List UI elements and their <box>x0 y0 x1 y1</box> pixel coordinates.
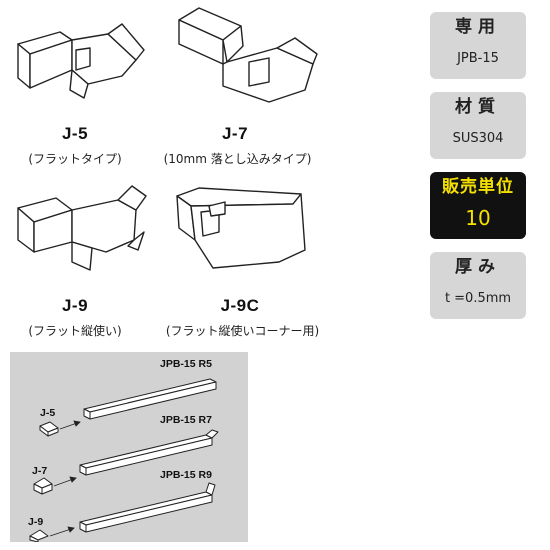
spec-material-title: 材質 <box>455 97 501 117</box>
part-desc-j9: (フラット縦使い) <box>28 324 122 338</box>
spec-sales-unit-value: 10 <box>465 206 491 230</box>
spec-dedicated: 専用 JPB-15 <box>430 12 526 79</box>
spec-dedicated-title: 専用 <box>455 17 501 37</box>
part-code-j9c: J-9C <box>220 296 260 315</box>
spec-thickness-title: 厚み <box>455 257 501 277</box>
spec-thickness: 厚み t =0.5mm <box>430 252 526 319</box>
j7-clip-illustration <box>178 7 318 103</box>
rail-label-r5: JPB-15 R5 <box>160 358 212 370</box>
rail-diagram-drawing <box>29 378 219 542</box>
part-desc-j9c: (フラット縦使いコーナー用) <box>165 324 320 338</box>
j9c-clip-illustration <box>176 187 306 269</box>
part-desc-j5: (フラットタイプ) <box>28 152 122 166</box>
part-code-j7: J-7 <box>221 124 249 143</box>
spec-thickness-value: t =0.5mm <box>444 291 512 306</box>
part-desc-j7: (10mm 落とし込みタイプ) <box>163 152 312 166</box>
part-code-j5: J-5 <box>61 124 89 143</box>
spec-material-value: SUS304 <box>452 131 504 146</box>
part-code-j9: J-9 <box>61 296 89 315</box>
spec-sales-unit-title: 販売単位 <box>442 177 514 197</box>
rail-clip-diagram: JPB-15 R5 JPB-15 R7 JPB-15 R9 J-5 J-7 J-… <box>10 352 248 542</box>
clip-label-j9: J-9 <box>28 516 44 528</box>
clip-label-j5: J-5 <box>40 407 56 419</box>
j9-clip-illustration <box>17 185 147 271</box>
rail-label-r7: JPB-15 R7 <box>160 414 212 426</box>
spec-sales-unit: 販売単位 10 <box>430 172 526 239</box>
j5-clip-illustration <box>17 23 145 99</box>
rail-r5 <box>83 378 217 413</box>
rail-r9 <box>79 491 213 526</box>
rail-label-r9: JPB-15 R9 <box>160 469 212 481</box>
rail-r7 <box>79 434 213 469</box>
spec-dedicated-value: JPB-15 <box>457 51 499 66</box>
clip-label-j7: J-7 <box>32 465 48 477</box>
spec-material: 材質 SUS304 <box>430 92 526 159</box>
